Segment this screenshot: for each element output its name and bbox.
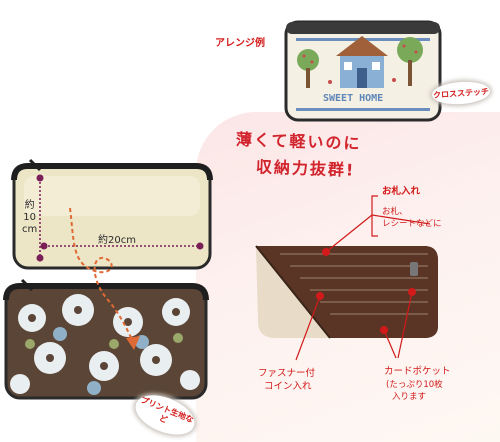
transform-arrow [69, 207, 133, 341]
coin-pocket-line-1: ファスナー付 [258, 368, 316, 379]
house [336, 36, 388, 88]
tree-left [297, 49, 319, 88]
height-dimension: 約 10 cm [22, 200, 37, 236]
callout-lines [295, 195, 431, 361]
height-label-2: 10 [23, 212, 36, 223]
stitch-text: SWEET HOME [323, 93, 383, 104]
arrange-example-label: アレンジ例 [215, 38, 265, 49]
headline-line-1: 薄くて軽いのに [235, 129, 362, 154]
bill-pocket-desc-1: お札、 [382, 207, 408, 217]
callout-dots [316, 248, 416, 334]
cross-stitch-pouch: SWEET HOME [284, 20, 442, 122]
height-label-3: cm [22, 224, 38, 235]
headline-line-2: 収納力抜群! [255, 157, 356, 180]
floral-pouch [3, 278, 209, 400]
width-dimension: 約20cm [98, 235, 136, 246]
dimension-markers [36, 174, 204, 262]
card-pocket-title: カードポケット [384, 366, 451, 377]
card-pocket-desc-1: (たっぷり10枚 [386, 380, 443, 390]
cream-pouch [11, 158, 213, 270]
card-pocket-desc-2: 入ります [392, 392, 427, 402]
bill-pocket-title: お札入れ [382, 186, 421, 197]
arrow-head [126, 336, 140, 350]
tree-right [397, 37, 423, 86]
coin-pocket-line-2: コイン入れ [264, 381, 312, 392]
height-label-1: 約 [24, 200, 35, 211]
bill-pocket-desc-2: レシートなどに [382, 219, 442, 229]
wallet-illustration [255, 245, 438, 339]
